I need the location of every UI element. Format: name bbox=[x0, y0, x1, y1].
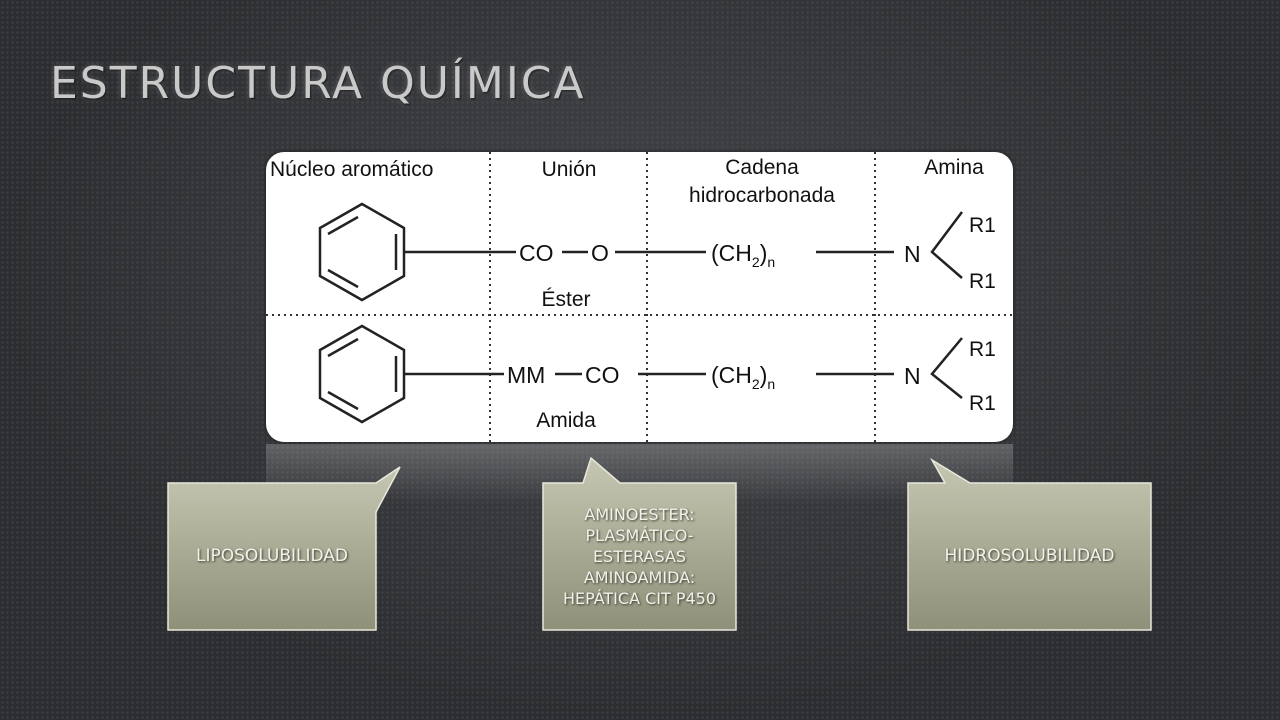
chain-subscript: 2 bbox=[752, 376, 760, 392]
amine-r1-bottom: R1 bbox=[969, 392, 996, 415]
callout-metabolism-ester: AMINOESTER: PLASMÁTICO-ESTERASAS bbox=[584, 505, 695, 566]
svg-text:(CH2)n: (CH2)n bbox=[711, 240, 775, 270]
chain-n: n bbox=[767, 376, 775, 392]
callout-middle-shape bbox=[542, 456, 737, 631]
ester-o: O bbox=[591, 240, 609, 266]
chain-close: ) bbox=[760, 240, 768, 266]
amine-r1-top: R1 bbox=[969, 338, 996, 361]
benzene-ring-icon bbox=[318, 202, 516, 302]
amine-nitrogen: N bbox=[904, 241, 921, 267]
callout-right-shape bbox=[907, 457, 1152, 631]
amine-nitrogen: N bbox=[904, 363, 921, 389]
header-amine: Amina bbox=[924, 156, 984, 179]
amide-mm: MM bbox=[507, 362, 545, 388]
ester-co: CO bbox=[519, 240, 554, 266]
chain-close: ) bbox=[760, 362, 768, 388]
chain-subscript: 2 bbox=[752, 254, 760, 270]
table-gridlines bbox=[266, 152, 1013, 442]
benzene-ring-icon bbox=[318, 324, 504, 424]
header-aromatic-nucleus: Núcleo aromático bbox=[270, 158, 433, 181]
chain-n: n bbox=[767, 254, 775, 270]
slide-title: ESTRUCTURA QUÍMICA bbox=[50, 58, 586, 109]
callout-left-shape bbox=[167, 466, 401, 631]
callout-liposolubility: LIPOSOLUBILIDAD bbox=[195, 546, 349, 566]
callout-metabolism: AMINOESTER: PLASMÁTICO-ESTERASAS AMINOAM… bbox=[543, 483, 736, 630]
header-bond: Unión bbox=[542, 158, 597, 181]
chain-ch: (CH bbox=[711, 240, 752, 266]
callout-hydrosolubility: HIDROSOLUBILIDAD bbox=[944, 546, 1115, 566]
amide-co: CO bbox=[585, 362, 620, 388]
svg-text:(CH2)n: (CH2)n bbox=[711, 362, 775, 392]
chain-ch: (CH bbox=[711, 362, 752, 388]
amine-r1-top: R1 bbox=[969, 214, 996, 237]
callout-metabolism-amide: AMINOAMIDA: HEPÁTICA CIT P450 bbox=[562, 568, 717, 608]
structure-diagram: Núcleo aromático Unión Cadena hidrocarbo… bbox=[266, 152, 1013, 442]
chemical-structure-figure: Núcleo aromático Unión Cadena hidrocarbo… bbox=[266, 152, 1013, 442]
amine-r1-bottom: R1 bbox=[969, 270, 996, 293]
amide-label: Amida bbox=[536, 409, 596, 432]
header-chain-line2: hidrocarbonada bbox=[689, 184, 835, 207]
header-chain-line1: Cadena bbox=[725, 156, 799, 179]
ester-label: Éster bbox=[541, 288, 590, 311]
